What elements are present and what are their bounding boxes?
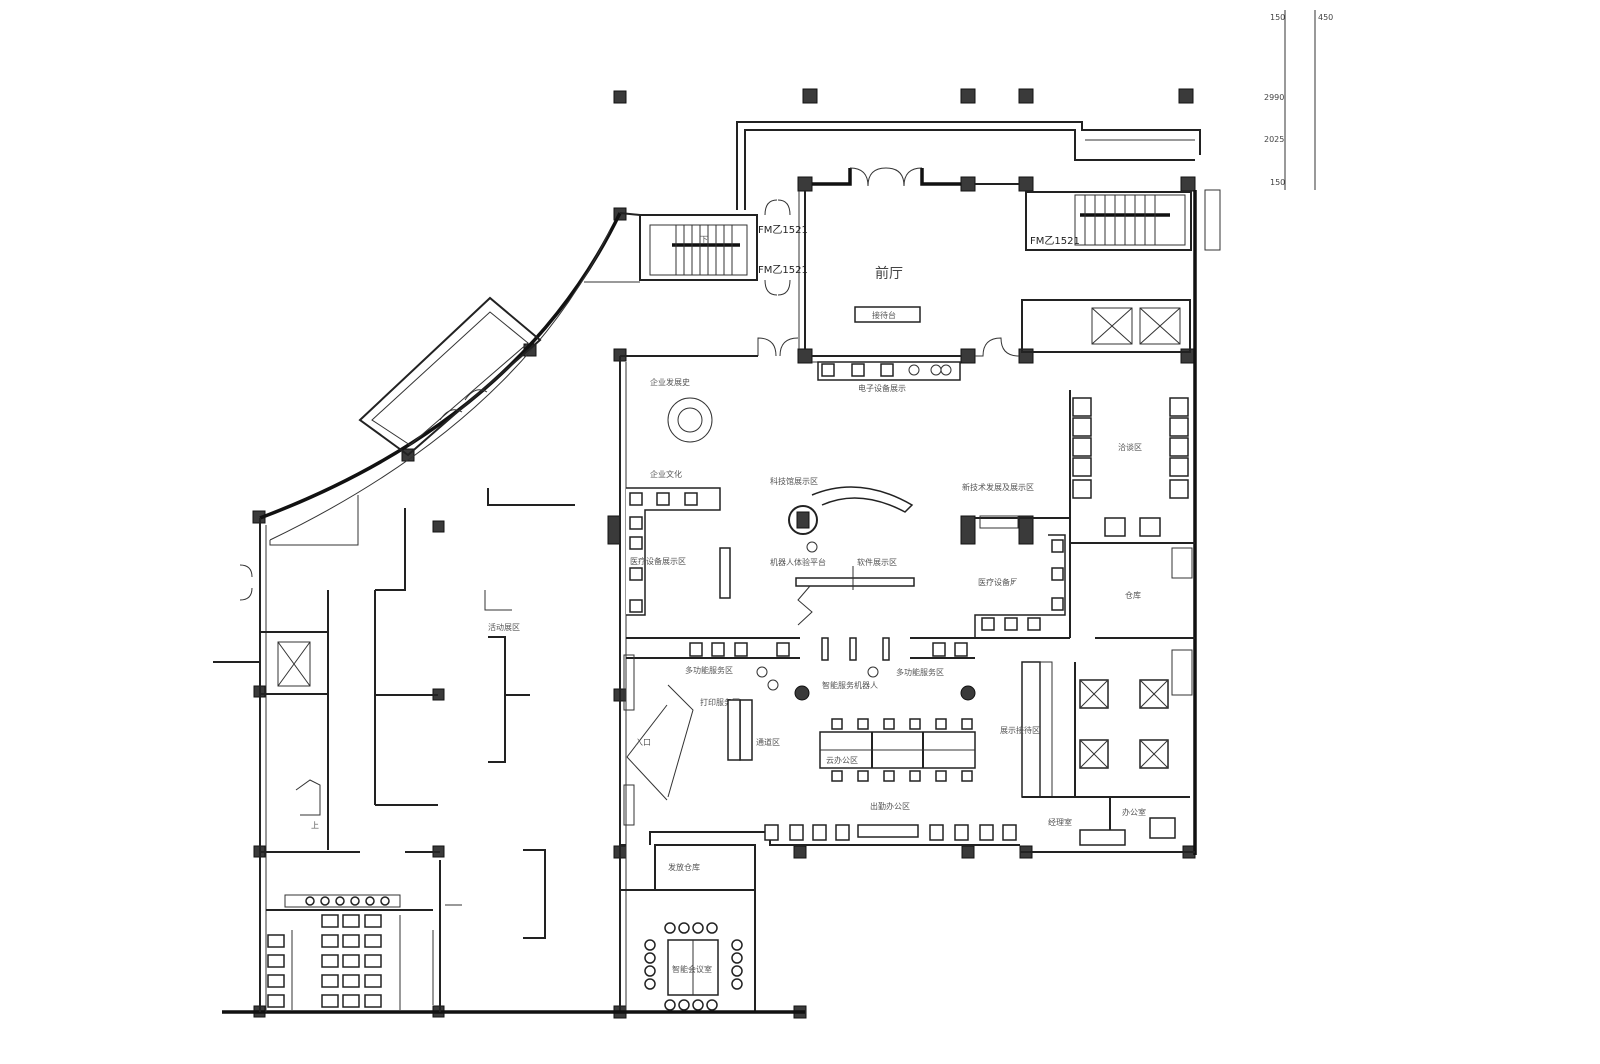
reception-desk [854, 306, 921, 323]
room-label-service-left: 多功能服务区 [685, 665, 733, 675]
room-label-medical-right: 医疗设备展示区 [978, 577, 1034, 587]
door [757, 337, 799, 357]
room-label-attendance: 出勤办公区 [870, 801, 910, 811]
balcony [358, 296, 542, 457]
dimension-label: 150 [1270, 13, 1285, 22]
room-label-meeting: 展示接待区 [1000, 725, 1040, 735]
lobby: 前厅 接待台 电子设备展示 [620, 167, 1020, 393]
room-label-service-right: 多功能服务区 [896, 667, 944, 677]
room-label-warehouse: 发放仓库 [668, 862, 700, 872]
fire-door-label: FM乙1521 [758, 224, 808, 236]
room-label-display: 电子设备展示 [858, 383, 906, 393]
smart-access-label: 智能服务机器人 [822, 680, 878, 690]
dimension-label: 450 [1318, 13, 1333, 22]
curved-wall [259, 212, 641, 541]
dimension-label: 150 [1270, 178, 1285, 187]
flow-label: 通道区 [756, 737, 780, 747]
dimension-label: 2990 [1264, 93, 1284, 102]
entrance-label: 入口 [635, 738, 651, 747]
fire-door-label: FM乙1521 [1030, 235, 1080, 247]
room-label-new-tech: 新技术发展及展示区 [962, 482, 1034, 492]
room-label-cloud-office: 云办公区 [826, 755, 858, 765]
room-label-print: 打印服务区 [700, 697, 740, 707]
room-label-lounge: 洽谈区 [1118, 442, 1142, 452]
stair-up-label: 上 [311, 821, 319, 830]
stair-down-label: 下 [700, 235, 708, 244]
room-label-tech: 科技馆展示区 [770, 476, 818, 486]
room-label-culture: 企业文化 [650, 469, 682, 479]
exhibition-hall: 企业发展史 企业文化 医疗设备展示区 科技馆展示区 机器人体验平台 软件展示区 … [619, 356, 1071, 1012]
left-wing: 上 活动展区 [213, 488, 575, 1012]
room-label-lobby: 前厅 [875, 265, 903, 282]
room-label-flow-zone: 活动展区 [488, 622, 520, 632]
room-label-medical: 医疗设备展示区 [630, 556, 686, 566]
room-label-conference: 智能会议室 [672, 964, 712, 974]
door [975, 337, 1020, 357]
bottom-rooms: 发放仓库 智能会议室 [222, 844, 805, 1014]
room-label-manager: 经理室 [1048, 817, 1072, 827]
room-label-robot: 机器人体验平台 [770, 557, 826, 567]
room-label-software: 软件展示区 [857, 557, 897, 567]
room-label-storage: 仓库 [1125, 590, 1141, 600]
right-stair: FM乙1521 [1021, 189, 1221, 855]
dimension-line: 150 2990 2025 150 450 [1264, 10, 1333, 190]
reception-desk-label: 接待台 [872, 310, 896, 320]
room-label-office: 办公室 [1122, 807, 1146, 817]
top-corridor [736, 121, 1201, 210]
room-label-history: 企业发展史 [650, 377, 690, 387]
left-stair: FM乙1521 FM乙1521 下 [584, 199, 808, 296]
dimension-label: 2025 [1264, 135, 1284, 144]
right-rooms: 洽谈区 仓库 展示接待区 经理室 办公室 [1000, 390, 1195, 853]
fire-door-label: FM乙1521 [758, 264, 808, 276]
